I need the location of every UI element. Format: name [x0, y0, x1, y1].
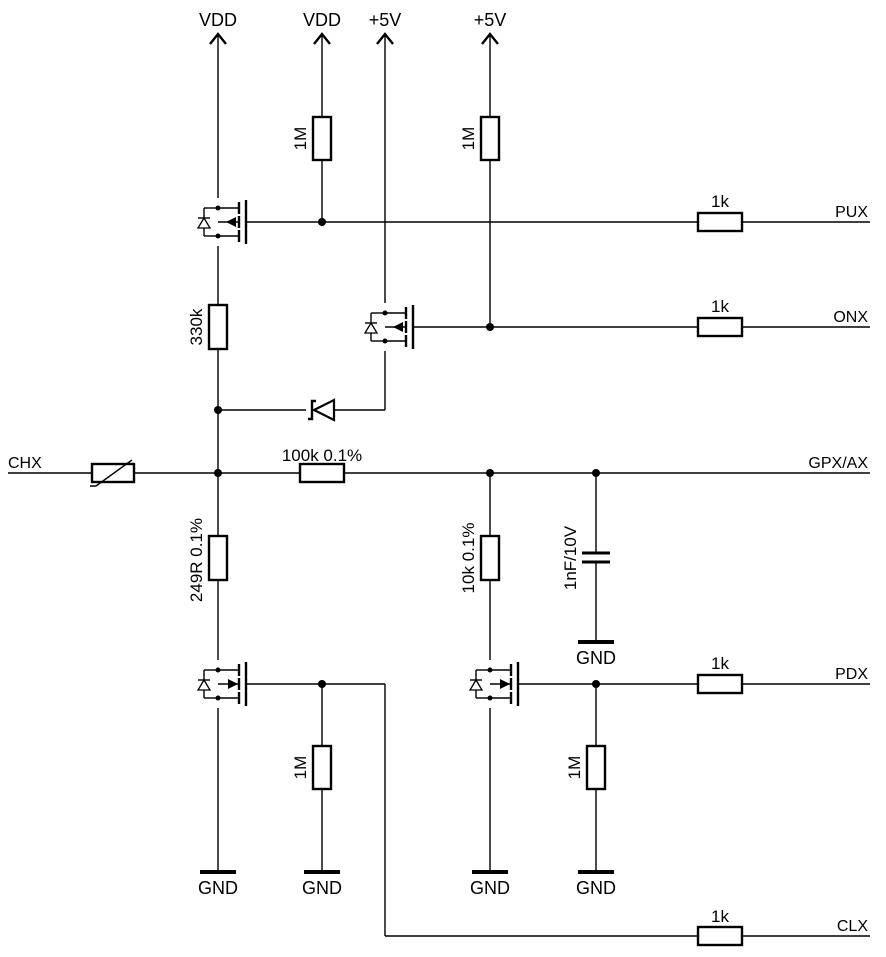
power-symbol-vdd-2: VDD	[303, 10, 341, 45]
resistor-1k-onx: 1k	[696, 297, 744, 338]
svg-text:1k: 1k	[711, 192, 729, 211]
ground-symbol-4: GND	[576, 870, 616, 898]
net-label-gpx-ax: GPX/AX	[808, 455, 868, 472]
power-symbol-vdd-1: VDD	[199, 10, 237, 45]
svg-text:GND: GND	[302, 878, 342, 898]
svg-text:+5V: +5V	[474, 10, 507, 30]
junction-dots	[214, 218, 600, 688]
net-label-clx: CLX	[837, 918, 868, 935]
resistor-1k-clx: 1k	[696, 907, 744, 947]
resistor-10k: 10k 0.1%	[459, 523, 501, 594]
svg-text:GND: GND	[198, 878, 238, 898]
svg-text:1M: 1M	[291, 756, 310, 780]
diode-icon	[308, 398, 336, 422]
resistor-330k: 330k	[187, 303, 229, 351]
net-label-pux: PUX	[835, 204, 868, 221]
svg-text:1M: 1M	[291, 127, 310, 151]
net-label-onx: ONX	[833, 309, 868, 326]
svg-text:GND: GND	[576, 648, 616, 668]
svg-text:1k: 1k	[711, 907, 729, 926]
svg-text:GND: GND	[470, 878, 510, 898]
svg-text:VDD: VDD	[199, 10, 237, 30]
svg-text:1nF/10V: 1nF/10V	[561, 525, 580, 590]
capacitor-1nf: 1nF/10V	[561, 525, 610, 590]
resistor-1k-pdx: 1k	[696, 654, 744, 695]
svg-text:1M: 1M	[565, 756, 584, 780]
svg-text:1k: 1k	[711, 297, 729, 316]
svg-text:VDD: VDD	[303, 10, 341, 30]
resistor-100k: 100k 0.1%	[282, 446, 362, 484]
svg-text:330k: 330k	[187, 308, 206, 345]
svg-text:100k 0.1%: 100k 0.1%	[282, 446, 362, 465]
ground-symbol-2: GND	[302, 870, 342, 898]
svg-text:249R 0.1%: 249R 0.1%	[187, 518, 206, 602]
resistor-249r: 249R 0.1%	[187, 518, 229, 602]
resistor-1m-vdd-pullup: 1M	[291, 115, 333, 162]
mosfet-q3-icon	[196, 662, 248, 706]
svg-text:1M: 1M	[459, 127, 478, 151]
svg-text:GND: GND	[576, 878, 616, 898]
svg-text:10k 0.1%: 10k 0.1%	[459, 523, 478, 594]
wires	[8, 36, 870, 937]
resistor-1m-pulldown-1: 1M	[291, 744, 333, 791]
ground-symbol-5: GND	[576, 640, 616, 668]
power-symbol-5v-2: +5V	[474, 10, 507, 45]
resistor-1m-5v-pullup: 1M	[459, 115, 501, 162]
power-symbol-5v-1: +5V	[369, 10, 402, 45]
svg-text:1k: 1k	[711, 654, 729, 673]
net-label-pdx: PDX	[835, 666, 868, 683]
ground-symbol-1: GND	[198, 870, 238, 898]
net-label-chx: CHX	[8, 455, 42, 472]
resistor-1k-pux: 1k	[696, 192, 744, 233]
mosfet-q1-icon	[196, 200, 248, 244]
ptc-thermistor-icon	[90, 459, 136, 487]
ground-symbol-3: GND	[470, 870, 510, 898]
mosfet-q4-icon	[468, 662, 520, 706]
resistor-1m-pulldown-2: 1M	[565, 744, 607, 791]
svg-text:+5V: +5V	[369, 10, 402, 30]
mosfet-q2-icon	[363, 305, 415, 349]
